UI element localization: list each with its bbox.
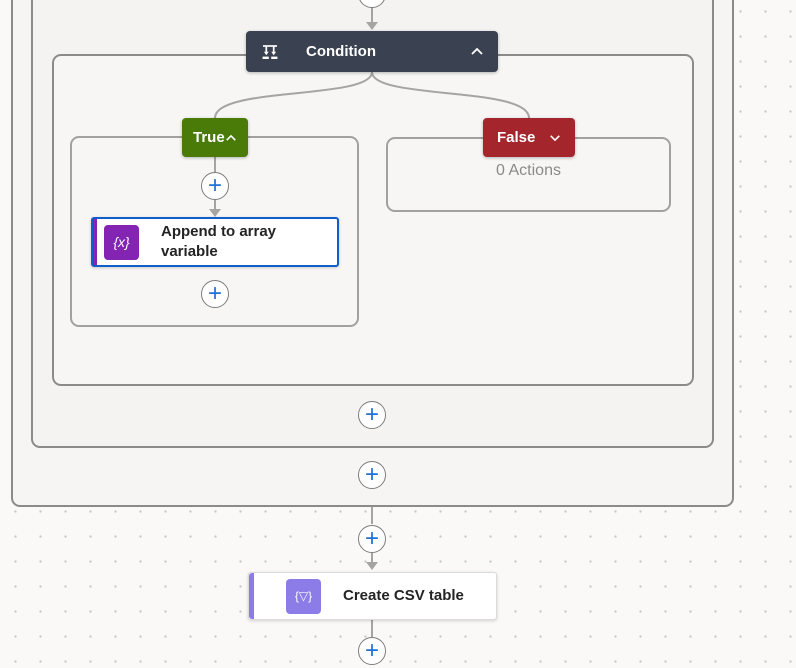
insert-step-button[interactable]: + [358, 637, 386, 665]
plus-icon: + [364, 525, 379, 552]
connector-line [214, 157, 216, 172]
chevron-down-icon[interactable] [549, 134, 561, 142]
false-branch-button[interactable]: False [483, 118, 575, 157]
arrow-down-icon [366, 562, 378, 570]
true-branch-button[interactable]: True [182, 118, 248, 157]
insert-step-button[interactable]: + [358, 401, 386, 429]
plus-icon: + [364, 637, 379, 664]
connector-line [214, 200, 216, 210]
variables-icon-glyph: {x} [113, 234, 130, 250]
chevron-up-icon[interactable] [225, 134, 237, 142]
false-branch-empty-text: 0 Actions [496, 162, 561, 179]
action-label: Create CSV table [343, 587, 464, 604]
arrow-down-icon [209, 209, 221, 217]
true-label: True [193, 129, 225, 146]
plus-icon: + [364, 461, 379, 488]
condition-node-header[interactable]: Condition [246, 31, 498, 72]
connector-line [371, 620, 373, 637]
condition-title: Condition [306, 43, 376, 60]
false-label: False [497, 129, 536, 146]
arrow-down-icon [366, 22, 378, 30]
variables-icon: {x} [104, 224, 139, 260]
chevron-up-icon[interactable] [470, 47, 484, 56]
plus-icon: + [364, 401, 379, 428]
plus-icon: + [207, 280, 222, 307]
insert-step-button[interactable]: + [358, 461, 386, 489]
action-label: Append to array variable [161, 223, 277, 260]
insert-step-button[interactable]: + [358, 525, 386, 553]
connector-line [371, 6, 373, 22]
connector-line [371, 507, 373, 524]
data-operation-icon-glyph: {▽} [294, 589, 313, 603]
insert-step-button[interactable]: + [201, 280, 229, 308]
plus-icon: + [365, 0, 379, 6]
append-to-array-variable-action[interactable]: {x} Append to array variable [91, 217, 339, 267]
action-accent-bar [93, 219, 97, 265]
connector-line [371, 553, 373, 563]
plus-icon: + [207, 172, 222, 199]
condition-icon [260, 42, 280, 62]
data-operation-icon: {▽} [286, 578, 321, 614]
action-accent-bar [249, 573, 254, 619]
insert-step-button[interactable]: + [201, 172, 229, 200]
create-csv-table-action[interactable]: {▽} Create CSV table [248, 572, 497, 620]
